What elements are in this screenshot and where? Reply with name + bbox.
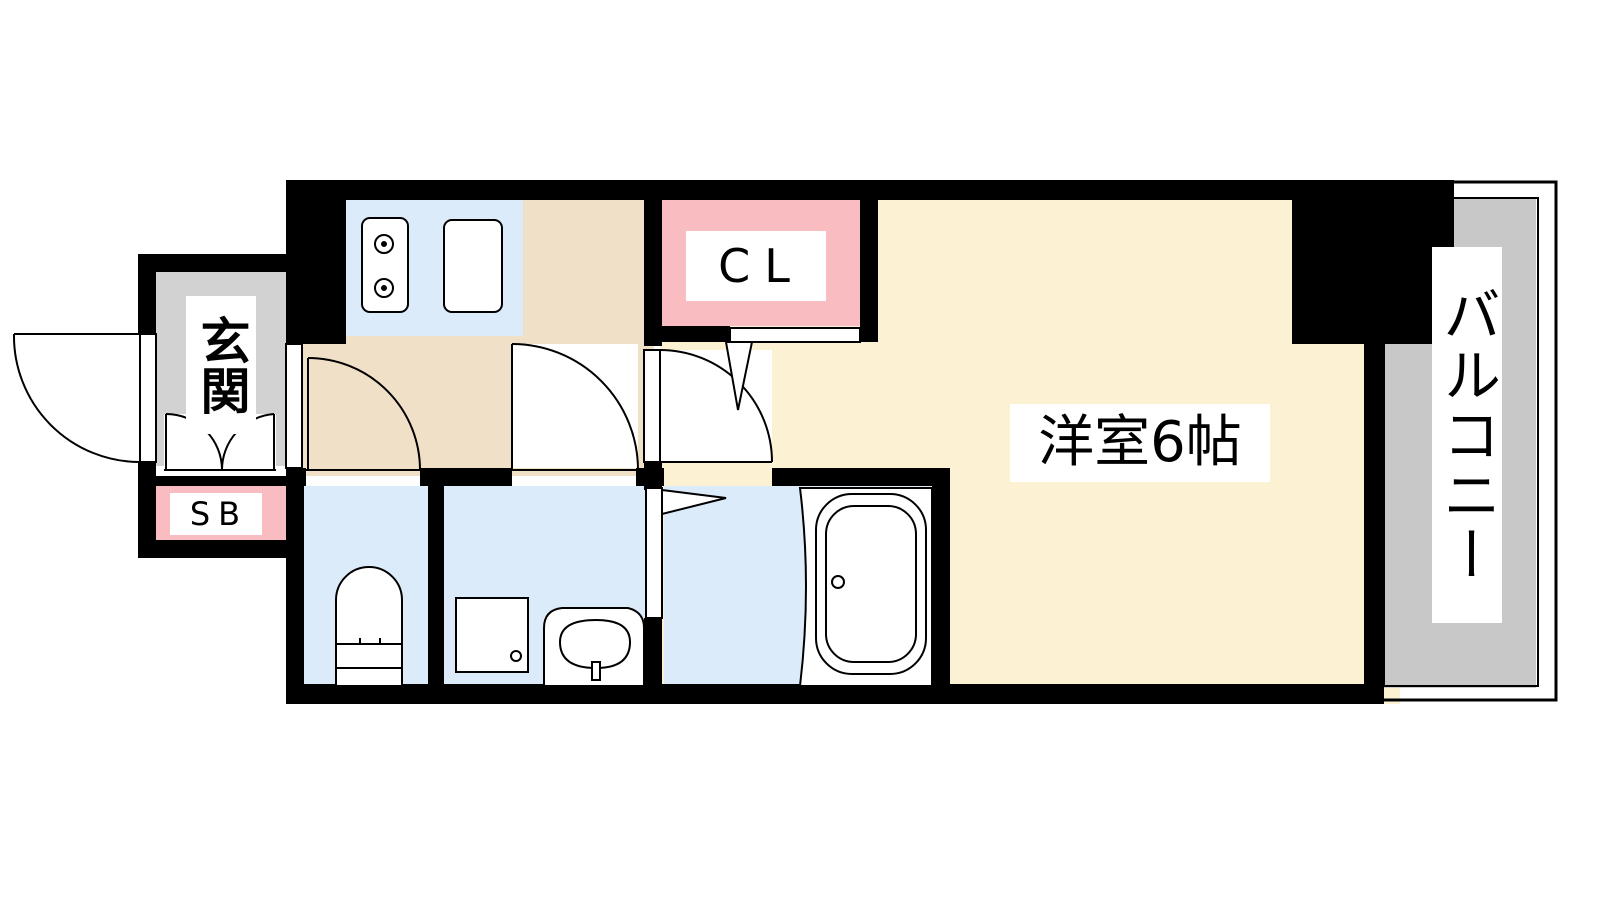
genkan-label: 玄関 [186,296,256,434]
entrance-door [12,333,157,463]
western-room-label: 洋室6帖 [1010,404,1270,482]
bathroom-door [645,487,727,619]
wash-basin [543,607,645,687]
washing-machine [455,597,529,673]
closet-sliding-door [724,327,861,411]
bathtub [798,487,933,687]
toilet-door [306,357,421,471]
closet-label: CL [686,231,826,301]
room-door [643,349,773,463]
toilet [335,566,403,687]
kitchen-sink [443,219,503,313]
balcony-label: バルコニー [1432,247,1502,623]
shoe-box-label: SB [170,493,262,535]
stove [361,217,409,313]
washroom-door [511,343,639,471]
genkan-door [164,413,276,471]
genkan-label-text: 玄関 [192,315,251,415]
walls [138,180,1454,704]
